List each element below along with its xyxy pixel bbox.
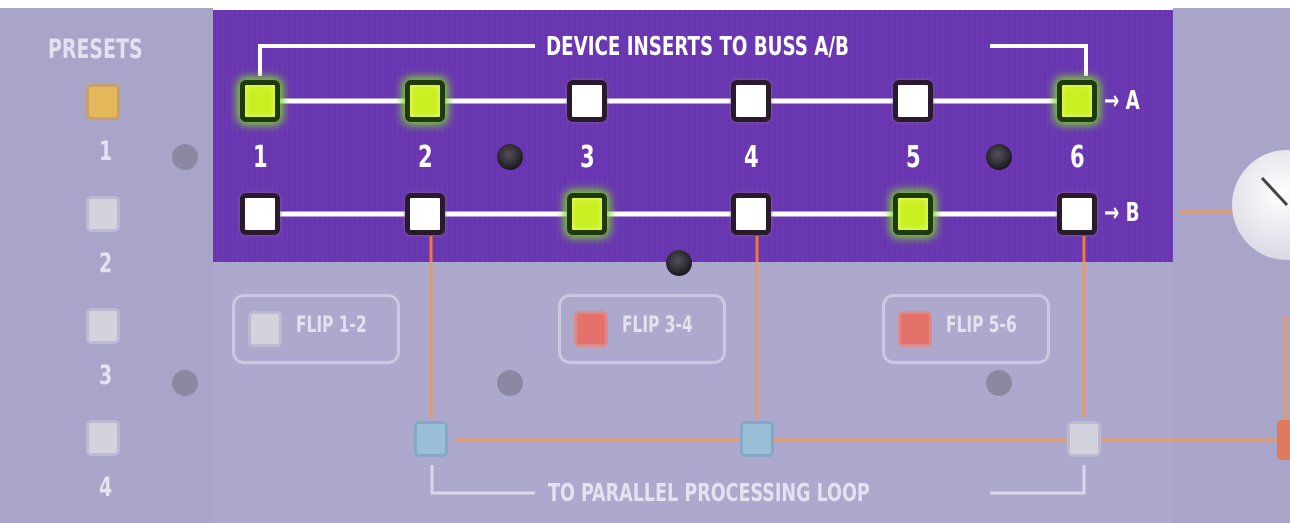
flip-1-2-label: FLIP 1-2 bbox=[296, 313, 367, 338]
screw-icon bbox=[497, 370, 523, 396]
loop-3-button[interactable] bbox=[1067, 421, 1101, 457]
insert-3-buss-a-button[interactable] bbox=[567, 80, 607, 122]
preset-number: 3 bbox=[99, 360, 113, 391]
screw-icon bbox=[172, 370, 198, 396]
flip-1-2-button[interactable] bbox=[248, 311, 282, 347]
channel-number: 5 bbox=[906, 140, 921, 175]
insert-4-buss-a-button[interactable] bbox=[731, 80, 771, 122]
preset-number: 1 bbox=[99, 136, 113, 167]
preset-number: 4 bbox=[99, 472, 113, 503]
right-edge-button[interactable] bbox=[1277, 420, 1290, 460]
flip-3-4-button[interactable] bbox=[574, 311, 608, 347]
loop-2-button[interactable] bbox=[740, 421, 774, 457]
screw-icon bbox=[172, 144, 198, 170]
insert-6-buss-b-button[interactable] bbox=[1057, 193, 1097, 235]
insert-4-buss-b-button[interactable] bbox=[731, 193, 771, 235]
flip-5-6-label: FLIP 5-6 bbox=[946, 313, 1017, 338]
insert-6-buss-a-button[interactable] bbox=[1057, 80, 1097, 122]
preset-1-button[interactable] bbox=[86, 84, 120, 120]
insert-5-buss-b-button[interactable] bbox=[893, 193, 933, 235]
insert-2-buss-b-button[interactable] bbox=[405, 193, 445, 235]
flip-3-4-group bbox=[558, 294, 726, 364]
insert-5-buss-a-button[interactable] bbox=[893, 80, 933, 122]
channel-number: 6 bbox=[1070, 140, 1085, 175]
buss-a-label: → A bbox=[1104, 86, 1140, 116]
panel-title: DEVICE INSERTS TO BUSS A/B bbox=[546, 32, 849, 62]
flip-1-2-group bbox=[232, 294, 400, 364]
right-panel bbox=[1173, 8, 1290, 523]
preset-3-button[interactable] bbox=[86, 308, 120, 344]
preset-4-button[interactable] bbox=[86, 420, 120, 456]
buss-b-label: → B bbox=[1104, 198, 1140, 228]
insert-3-buss-b-button[interactable] bbox=[567, 193, 607, 235]
channel-number: 3 bbox=[580, 140, 595, 175]
insert-2-buss-a-button[interactable] bbox=[405, 80, 445, 122]
screw-icon bbox=[986, 370, 1012, 396]
screw-icon bbox=[986, 144, 1012, 170]
flip-3-4-label: FLIP 3-4 bbox=[622, 313, 693, 338]
channel-number: 4 bbox=[744, 140, 759, 175]
preset-number: 2 bbox=[99, 248, 113, 279]
preset-2-button[interactable] bbox=[86, 196, 120, 232]
screw-icon bbox=[497, 144, 523, 170]
knob-indicator-icon bbox=[1260, 176, 1289, 207]
loop-title: TO PARALLEL PROCESSING LOOP bbox=[548, 478, 870, 507]
channel-number: 1 bbox=[253, 140, 268, 175]
insert-1-buss-a-button[interactable] bbox=[240, 80, 280, 122]
flip-5-6-group bbox=[882, 294, 1050, 364]
loop-1-button[interactable] bbox=[414, 421, 448, 457]
presets-title: PRESETS bbox=[48, 34, 143, 65]
screw-icon bbox=[666, 250, 692, 276]
insert-1-buss-b-button[interactable] bbox=[240, 193, 280, 235]
channel-number: 2 bbox=[418, 140, 433, 175]
flip-5-6-button[interactable] bbox=[898, 311, 932, 347]
